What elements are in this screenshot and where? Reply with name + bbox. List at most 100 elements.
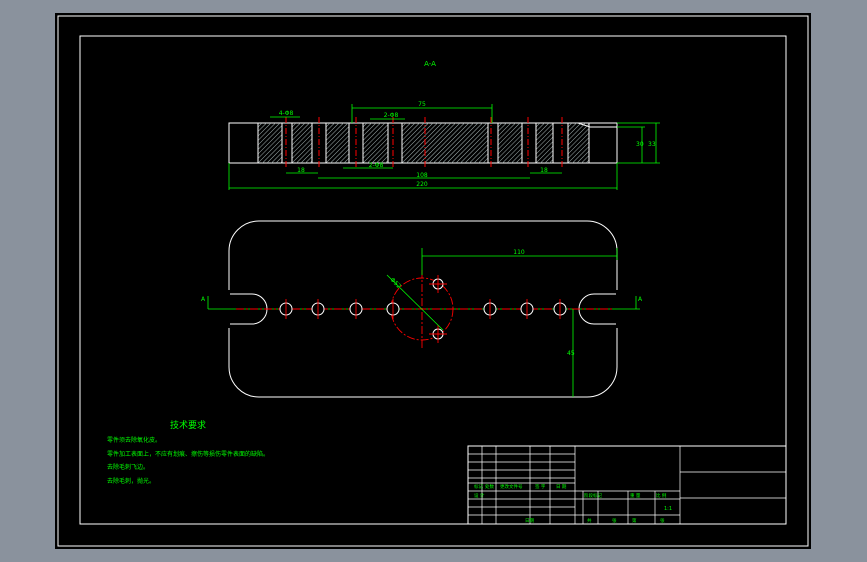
hatch-line <box>498 123 512 137</box>
hatch-line <box>363 123 377 137</box>
hatch-line <box>437 123 479 163</box>
technical-requirements: 技术要求 零件须去除氧化皮。 零件加工表面上，不应有划痕、擦伤等损伤零件表面的缺… <box>107 419 269 485</box>
hatch-line <box>498 125 522 150</box>
dim-plan-top: 110 <box>513 249 525 256</box>
hatch-region <box>326 123 349 163</box>
hatch-line <box>402 123 434 155</box>
hatch-line <box>568 123 589 146</box>
section-marker-left: A <box>201 296 206 303</box>
hatch-line <box>424 123 465 163</box>
hatch-line <box>330 144 349 163</box>
hatch-line <box>419 123 461 163</box>
hatch-line <box>469 144 488 163</box>
dim-overall-width: 220 <box>416 181 428 188</box>
hatch-line <box>271 152 282 163</box>
hatch-line <box>326 123 340 137</box>
hatch-line <box>536 132 553 150</box>
diameter-leader <box>386 274 444 331</box>
tech-req-line-1: 零件须去除氧化皮。 <box>107 436 161 444</box>
dim-right-h1: 30 <box>636 141 644 148</box>
tb-scale: 1:1 <box>664 506 672 512</box>
tb-stage-label-2: 比 例 <box>656 492 667 499</box>
hatch-line <box>292 133 312 155</box>
hatch-line <box>568 137 589 159</box>
tb-sheet-0: 共 <box>587 517 592 524</box>
hatch-line <box>540 150 553 163</box>
hatch-line <box>498 123 507 132</box>
section-top-dimensions <box>270 104 493 123</box>
tb-stage-label-1: 重 量 <box>630 492 641 499</box>
title-block: 标记 处数 更改文件号 签 字 日 期 设 计 阶段标记 重 量 比 例 1:1… <box>467 445 787 525</box>
dim-top-small: 4-Φ8 <box>279 110 294 117</box>
section-right-dimensions <box>617 122 660 164</box>
hatch-line <box>428 123 470 163</box>
hatch-line <box>326 135 349 159</box>
hatch-line <box>536 141 553 159</box>
hatch-line <box>296 147 312 163</box>
hatch-line <box>498 134 522 159</box>
tech-req-line-3: 去除毛刺飞边。 <box>107 463 149 471</box>
hatch-line <box>402 123 420 141</box>
hatch-line <box>568 123 577 132</box>
tb-sheet-1: 张 <box>612 517 617 524</box>
title-block-frame <box>467 445 787 525</box>
hatch-line <box>326 123 344 141</box>
dim-bottom-left: 18 <box>297 167 305 174</box>
tb-sheet-3: 张 <box>660 517 665 524</box>
hatch-line <box>433 123 474 163</box>
hatch-line <box>363 128 388 155</box>
tb-design-label: 设 计 <box>474 492 485 499</box>
tb-label-3: 签 字 <box>535 483 546 490</box>
hatch-line <box>544 154 553 163</box>
hatch-line <box>292 123 301 132</box>
hatch-line <box>581 155 589 163</box>
section-label: A-A <box>424 60 436 68</box>
sheet-outer-border <box>57 15 809 547</box>
plan-view: A A Φ52 110 45 <box>201 220 643 398</box>
hatch-region <box>536 123 553 163</box>
hatch-line <box>363 123 372 132</box>
hatch-line <box>568 132 589 155</box>
hatch-line <box>363 123 381 141</box>
hatch-region <box>402 123 488 163</box>
hatch-line <box>572 146 589 163</box>
hatch-line <box>568 123 586 141</box>
hatch-region <box>568 123 589 163</box>
hatch-line <box>473 148 488 163</box>
hatch-line <box>478 153 488 163</box>
hatch-line <box>326 126 349 150</box>
hatch-line <box>536 127 553 146</box>
hatch-line <box>363 124 388 150</box>
tech-req-title: 技术要求 <box>170 419 206 431</box>
dim-bottom-right: 18 <box>540 167 548 174</box>
hatch-line <box>464 139 488 163</box>
hatch-line <box>498 129 522 155</box>
hatch-line <box>258 123 276 141</box>
hatch-line <box>292 123 306 137</box>
dim-top-span: 75 <box>418 101 426 108</box>
dim-right-h2: 33 <box>648 141 656 148</box>
sheet-inner-border <box>79 35 787 525</box>
hatch-line <box>292 123 310 141</box>
hatch-line <box>576 150 589 163</box>
dim-top-mid: 2-Φ8 <box>384 112 399 119</box>
hatch-line <box>266 147 282 163</box>
hatch-line <box>451 126 488 163</box>
hatch-line <box>402 123 416 137</box>
dim-bottom-center: 108 <box>416 172 428 179</box>
hatch-line <box>402 123 429 150</box>
hatch-line <box>402 123 443 163</box>
hatch-line <box>258 138 282 163</box>
section-bottom-dimensions <box>228 163 618 190</box>
tb-label-1: 处数 <box>485 483 494 490</box>
hatch-line <box>334 148 349 163</box>
hatch-line <box>460 135 488 163</box>
tb-stage-label-0: 阶段标记 <box>584 492 602 499</box>
hatch-line <box>363 123 386 146</box>
tb-label-2: 更改文件号 <box>500 483 523 490</box>
hatch-line <box>258 123 267 132</box>
hatch-line <box>536 136 553 155</box>
hatch-region <box>498 123 522 163</box>
section-view: 4-Φ8 75 2-Φ8 18 2-Φ8 108 18 220 30 33 <box>228 101 660 190</box>
tech-req-line-2: 零件加工表面上，不应有划痕、擦伤等损伤零件表面的缺陷。 <box>107 450 269 458</box>
